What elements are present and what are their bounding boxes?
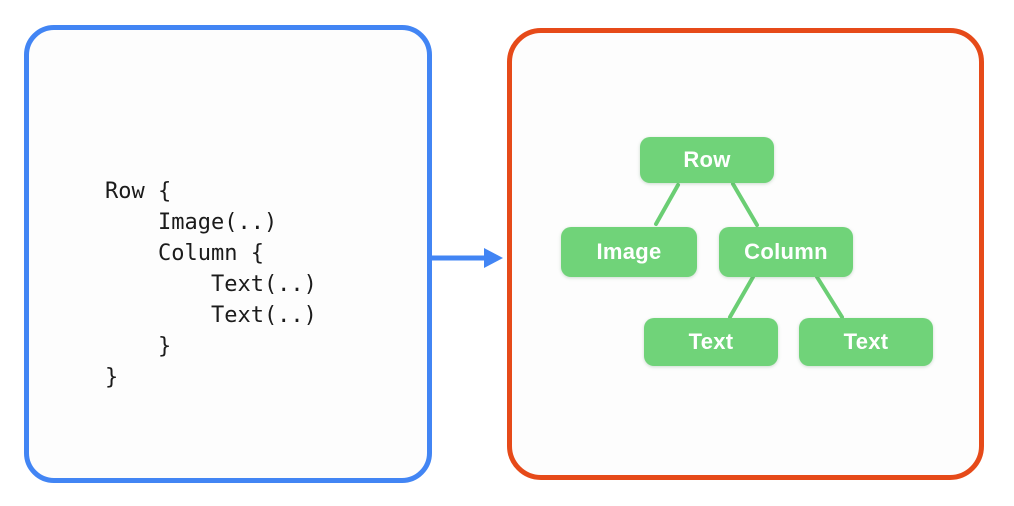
code-line: }: [105, 334, 172, 359]
tree-node-row: Row: [640, 137, 774, 183]
tree-connector-lines: [654, 182, 844, 319]
code-line: Row {: [105, 179, 172, 204]
code-block: Row { Image(..) Column { Text(..) Text(.…: [105, 176, 317, 393]
tree-node-text-1: Text: [644, 318, 778, 366]
code-panel: Row { Image(..) Column { Text(..) Text(.…: [24, 25, 432, 483]
code-line: Column {: [105, 241, 264, 266]
tree-node-text-2: Text: [799, 318, 933, 366]
tree-node-image: Image: [561, 227, 697, 277]
code-line: Text(..): [105, 303, 317, 328]
arrow-right-icon: [431, 248, 503, 268]
tree-panel: Row Image Column Text Text: [507, 28, 984, 480]
code-line: }: [105, 365, 119, 390]
tree-node-column: Column: [719, 227, 853, 277]
code-line: Image(..): [105, 210, 278, 235]
code-line: Text(..): [105, 272, 317, 297]
